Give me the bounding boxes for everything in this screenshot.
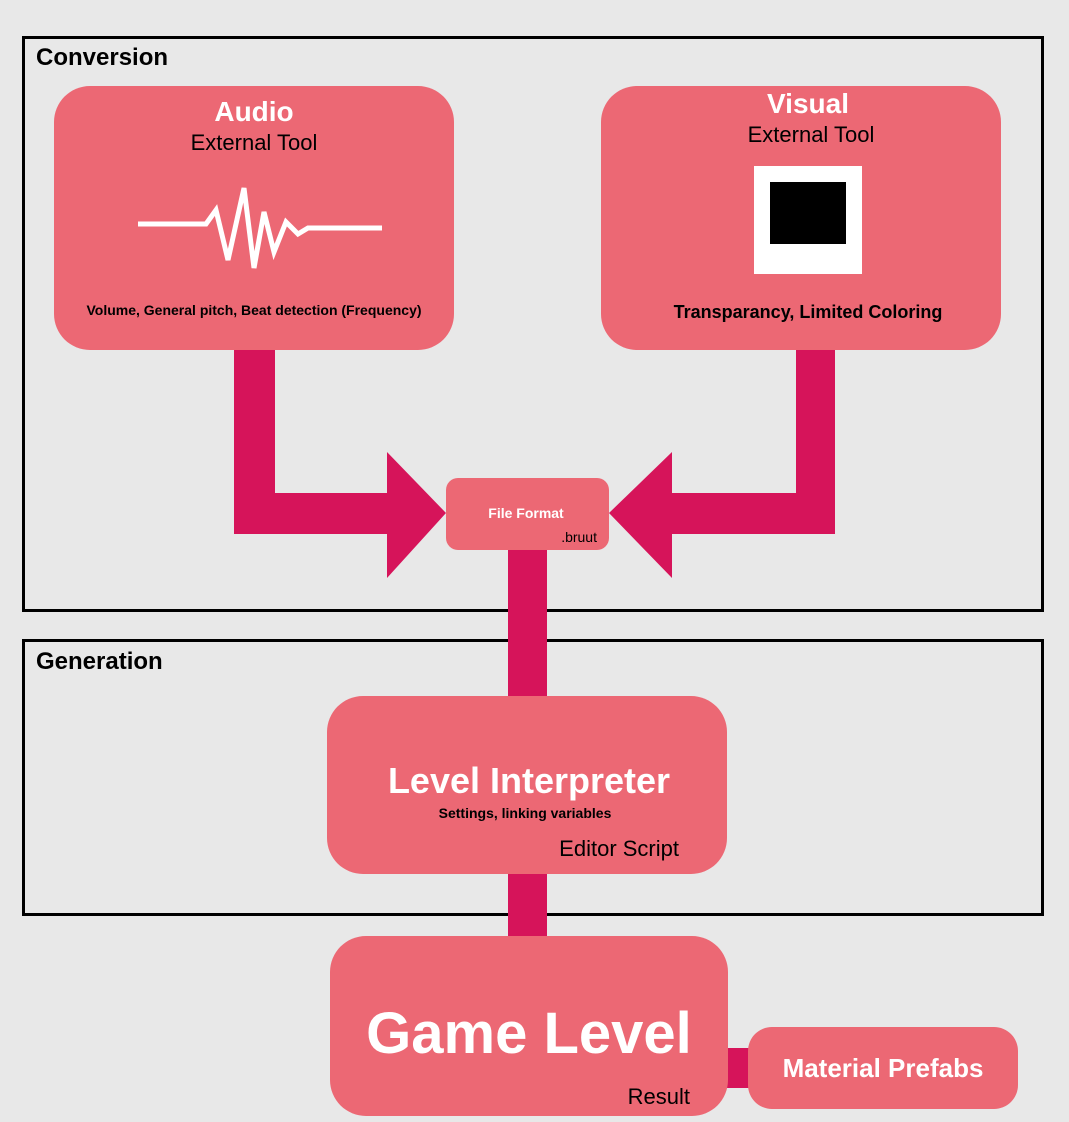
material-prefabs-box: Material Prefabs (748, 1027, 1018, 1109)
file-to-interpreter-connector (508, 548, 547, 698)
file-format-extension: .bruut (561, 529, 597, 545)
level-interpreter-type: Editor Script (559, 836, 679, 861)
waveform-icon (138, 187, 382, 269)
interpreter-to-gamelevel-connector (508, 872, 547, 942)
generation-title: Generation (36, 648, 163, 675)
audio-to-file-arrow (234, 348, 446, 578)
visual-title: Visual (767, 88, 849, 119)
conversion-title: Conversion (36, 44, 169, 71)
level-interpreter-title: Level Interpreter (387, 760, 671, 801)
level-interpreter-details: Settings, linking variables (438, 805, 612, 821)
visual-subtitle: External Tool (747, 122, 875, 147)
gamelevel-to-prefabs-connector (724, 1048, 752, 1088)
file-format-title: File Format (488, 505, 564, 521)
audio-box: Audio External Tool Volume, General pitc… (54, 86, 454, 350)
file-format-box: File Format .bruut (446, 478, 609, 550)
material-prefabs-title: Material Prefabs (782, 1053, 984, 1083)
audio-title: Audio (214, 96, 294, 127)
visual-features: Transparancy, Limited Coloring (673, 302, 943, 322)
audio-features: Volume, General pitch, Beat detection (F… (86, 302, 422, 318)
visual-to-file-arrow (609, 348, 835, 578)
audio-subtitle: External Tool (190, 130, 318, 155)
game-level-title: Game Level (366, 1001, 692, 1066)
visual-box: Visual External Tool Transparancy, Limit… (601, 86, 1001, 350)
game-level-box: Game Level Result (330, 936, 728, 1116)
image-icon (754, 166, 862, 274)
game-level-type: Result (627, 1084, 690, 1109)
level-interpreter-box: Level Interpreter Settings, linking vari… (327, 696, 727, 874)
